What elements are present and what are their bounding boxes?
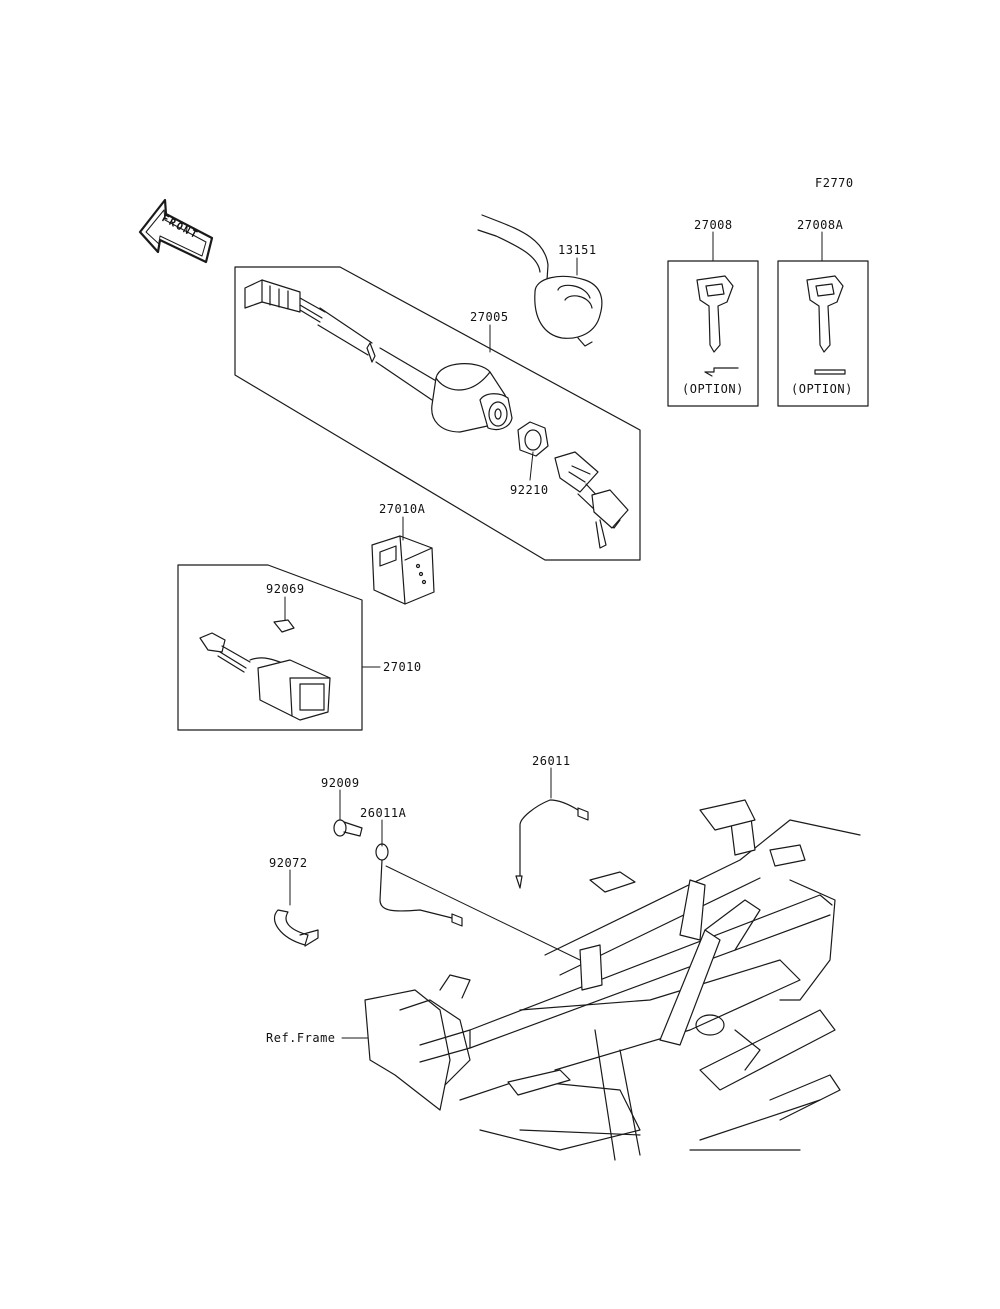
front-arrow-icon: [140, 200, 212, 262]
part-label-92210: 92210: [510, 483, 549, 497]
group-box-27005: [235, 267, 640, 560]
ignition-switch-27005: [432, 364, 512, 432]
option-key-box-27008A: [778, 261, 868, 406]
frame: [365, 800, 860, 1160]
cap-13151: [478, 215, 602, 346]
part-label-26011: 26011: [532, 754, 571, 768]
sensor-26011: [516, 800, 588, 888]
option-label-27008A: (OPTION): [791, 382, 853, 396]
part-label-27010: 27010: [383, 660, 422, 674]
part-label-27008: 27008: [694, 218, 733, 232]
leader-lines: [285, 232, 822, 1038]
option-label-27008: (OPTION): [682, 382, 744, 396]
part-label-27010A: 27010A: [379, 502, 426, 516]
ignition-switch-harness: [245, 280, 438, 400]
part-label-26011A: 26011A: [360, 806, 407, 820]
band-92072: [274, 910, 318, 946]
ground-wire-26011A: [376, 844, 462, 926]
part-label-27008A: 27008A: [797, 218, 844, 232]
switch-27010: [200, 633, 330, 720]
rocker-switch-27010A: [372, 536, 434, 604]
ref-frame-label: Ref.Frame: [266, 1031, 336, 1045]
part-label-92069: 92069: [266, 582, 305, 596]
bulb-92069: [274, 620, 294, 632]
part-label-92009: 92009: [321, 776, 360, 790]
part-label-27005: 27005: [470, 310, 509, 324]
part-label-92072: 92072: [269, 856, 308, 870]
group-box-27010: [178, 565, 362, 730]
figure-code: F2770: [815, 176, 854, 190]
nut-92210: [518, 422, 548, 456]
keys-27005: [555, 452, 628, 548]
part-label-13151: 13151: [558, 243, 597, 257]
bolt-92009: [334, 820, 362, 836]
